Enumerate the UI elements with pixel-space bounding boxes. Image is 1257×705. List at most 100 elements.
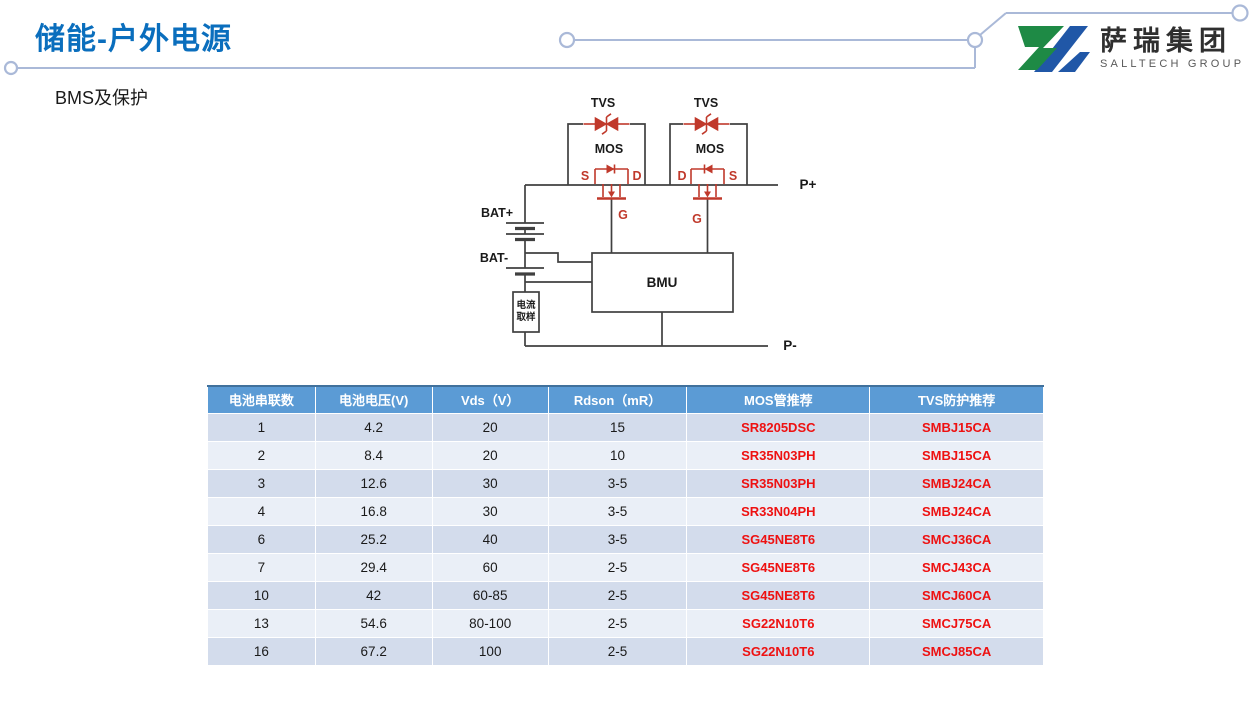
value-cell: 4 (207, 496, 316, 526)
value-cell: 100 (431, 636, 549, 666)
part-number-cell: SMBJ24CA (869, 496, 1044, 526)
value-cell: 80-100 (431, 608, 549, 638)
bmu-label: BMU (647, 275, 678, 290)
bat-plus-label: BAT+ (481, 206, 513, 220)
value-cell: 3 (207, 468, 316, 498)
part-number-cell: SMBJ15CA (869, 440, 1044, 470)
value-cell: 25.2 (314, 524, 433, 554)
value-cell: 60 (431, 552, 549, 582)
current-sample-label-line2: 取样 (516, 311, 536, 323)
column-header-1: 电池电压(V) (314, 385, 433, 414)
value-cell: 4.2 (314, 412, 433, 442)
part-number-cell: SG45NE8T6 (686, 524, 871, 554)
company-logo: 萨瑞集团 SALLTECH GROUP (1018, 26, 1244, 72)
mos-label-1: MOS (595, 142, 623, 156)
value-cell: 20 (431, 412, 549, 442)
part-number-cell: SG45NE8T6 (686, 580, 871, 610)
value-cell: 2-5 (547, 552, 688, 582)
part-number-cell: SMCJ36CA (869, 524, 1044, 554)
value-cell: 60-85 (431, 580, 549, 610)
mos-label-2: MOS (696, 142, 724, 156)
part-number-cell: SG22N10T6 (686, 636, 871, 666)
mos2-source-label: S (729, 169, 737, 183)
value-cell: 16 (207, 636, 316, 666)
mosfet-2-icon (689, 163, 726, 200)
tvs-diode-1-icon (582, 113, 631, 135)
part-number-cell: SG45NE8T6 (686, 552, 871, 582)
logo-company-name-en: SALLTECH GROUP (1100, 58, 1245, 71)
p-minus-label: P- (783, 338, 797, 353)
bat-minus-label: BAT- (480, 251, 508, 265)
tvs-label-1: TVS (591, 96, 615, 110)
mos1-gate-label: G (618, 208, 628, 222)
p-plus-label: P+ (800, 177, 817, 192)
current-sampling-box (512, 291, 540, 333)
bmu-box (591, 252, 734, 313)
logo-text: 萨瑞集团 SALLTECH GROUP (1100, 26, 1244, 70)
value-cell: 3-5 (547, 468, 688, 498)
page-title: 储能-户外电源 (35, 23, 232, 56)
mos1-drain-label: D (632, 169, 641, 183)
part-number-cell: SMCJ43CA (869, 552, 1044, 582)
mos1-source-label: S (581, 169, 589, 183)
value-cell: 29.4 (314, 552, 433, 582)
section-subtitle: BMS及保护 (55, 88, 149, 108)
current-sample-label-line1: 电流 (516, 299, 536, 311)
value-cell: 2-5 (547, 580, 688, 610)
value-cell: 7 (207, 552, 316, 582)
part-number-cell: SG22N10T6 (686, 608, 871, 638)
value-cell: 13 (207, 608, 316, 638)
tvs-diode-2-icon (682, 113, 731, 135)
value-cell: 1 (207, 412, 316, 442)
value-cell: 15 (547, 412, 688, 442)
circuit-wires (506, 123, 778, 347)
value-cell: 10 (207, 580, 316, 610)
tvs-label-2: TVS (694, 96, 718, 110)
part-number-cell: SR35N03PH (686, 468, 871, 498)
salltech-logo-icon (1018, 26, 1090, 72)
column-header-0: 电池串联数 (207, 385, 316, 414)
value-cell: 30 (431, 496, 549, 526)
value-cell: 42 (314, 580, 433, 610)
value-cell: 3-5 (547, 524, 688, 554)
value-cell: 2-5 (547, 636, 688, 666)
column-header-3: Rdson（mR） (547, 385, 688, 414)
bms-circuit-diagram: TVS TVS MOS MOS BAT+ BAT- BMU P+ P- 电流 取… (480, 96, 817, 353)
part-number-cell: SMCJ85CA (869, 636, 1044, 666)
value-cell: 6 (207, 524, 316, 554)
value-cell: 2-5 (547, 608, 688, 638)
column-header-5: TVS防护推荐 (869, 385, 1044, 414)
value-cell: 10 (547, 440, 688, 470)
column-header-4: MOS管推荐 (686, 385, 871, 414)
part-number-cell: SMCJ60CA (869, 580, 1044, 610)
value-cell: 12.6 (314, 468, 433, 498)
part-number-cell: SR35N03PH (686, 440, 871, 470)
part-number-cell: SMBJ24CA (869, 468, 1044, 498)
logo-company-name-cn: 萨瑞集团 (1100, 26, 1232, 56)
value-cell: 54.6 (314, 608, 433, 638)
value-cell: 16.8 (314, 496, 433, 526)
part-number-cell: SMBJ15CA (869, 412, 1044, 442)
mos2-drain-label: D (677, 169, 686, 183)
value-cell: 3-5 (547, 496, 688, 526)
battery-symbol (506, 222, 544, 276)
mos2-gate-label: G (692, 212, 702, 226)
part-number-cell: SMCJ75CA (869, 608, 1044, 638)
mosfet-1-icon (593, 163, 630, 200)
part-number-cell: SR33N04PH (686, 496, 871, 526)
value-cell: 40 (431, 524, 549, 554)
value-cell: 20 (431, 440, 549, 470)
